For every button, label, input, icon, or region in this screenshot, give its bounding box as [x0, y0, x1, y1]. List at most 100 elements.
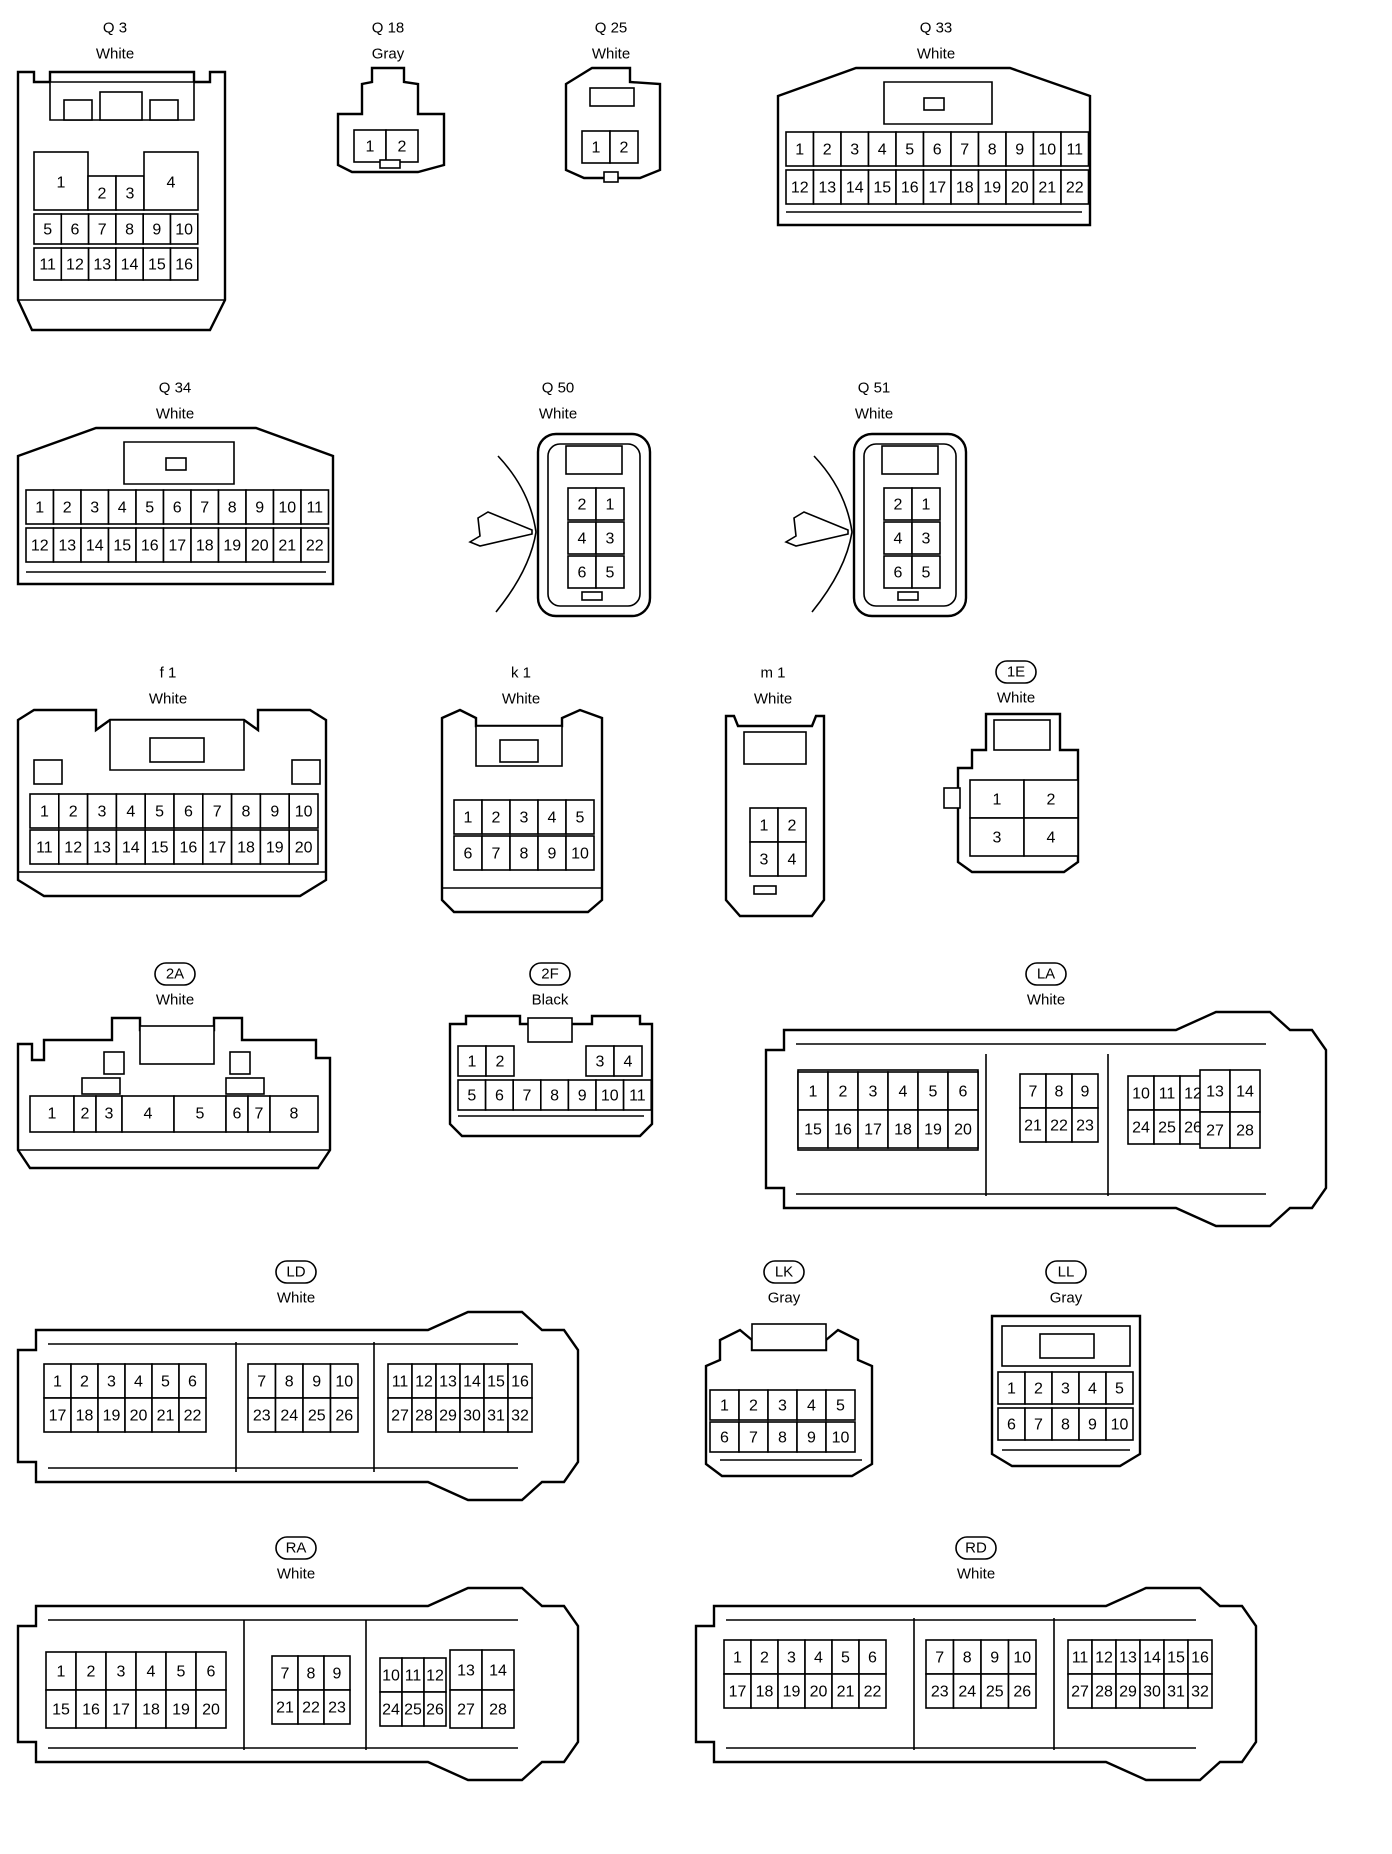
svg-text:5: 5	[196, 1106, 205, 1123]
pin-number: 6	[1007, 1417, 1016, 1434]
pin-cell	[1078, 1407, 1107, 1441]
pin-number: 17	[208, 840, 226, 857]
pin-cell	[777, 1673, 806, 1709]
connector-id-label: Q 50	[542, 380, 575, 397]
connector-id-label: Q 3	[103, 20, 127, 37]
pin-cell	[738, 1389, 769, 1421]
pin-number: 4	[578, 531, 587, 548]
pin-number: 29	[439, 1408, 457, 1425]
pin-number: 17	[928, 180, 946, 197]
pin-number: 9	[1081, 1084, 1090, 1101]
pin-number: 5	[467, 1088, 476, 1105]
pin-number: 8	[1055, 1084, 1064, 1101]
connector-color-label: Gray	[1050, 1290, 1083, 1307]
pin-number: 3	[787, 1650, 796, 1667]
pin-number: 14	[846, 180, 864, 197]
pin-cell	[297, 1689, 325, 1725]
pin-number: 1	[720, 1398, 729, 1415]
pin-cell	[105, 1689, 137, 1729]
pin-cell	[217, 527, 247, 563]
connector-color-label: Gray	[768, 1290, 801, 1307]
pin-number: 5	[576, 810, 585, 827]
pin-number: 25	[1158, 1120, 1176, 1137]
pin-cell	[259, 793, 290, 829]
pin-number: 13	[457, 1663, 475, 1680]
pin-number: 1	[464, 810, 473, 827]
pin-number: 22	[306, 538, 324, 555]
pin-number: 2	[894, 497, 903, 514]
svg-text:2: 2	[81, 1106, 90, 1123]
connector-color-label: White	[156, 406, 194, 423]
connector-id-label: 2A	[166, 966, 184, 983]
pin-number: 6	[933, 142, 942, 159]
pin-number: 9	[1015, 142, 1024, 159]
pin-number: 2	[69, 804, 78, 821]
connector-id-label: Q 34	[159, 380, 192, 397]
pin-number: 18	[756, 1684, 774, 1701]
pin-cell	[52, 489, 82, 525]
connector-id-label: LD	[286, 1264, 305, 1281]
connector-color-label: White	[149, 691, 187, 708]
pin-number: 2	[398, 139, 407, 156]
pin-cell	[86, 829, 118, 865]
pin-cell	[323, 1689, 351, 1725]
pin-number: 13	[439, 1374, 457, 1391]
pin-cell	[484, 1079, 515, 1111]
pin-cell	[1105, 1407, 1134, 1441]
pin-number: 32	[511, 1408, 529, 1425]
pin-number: 22	[302, 1700, 320, 1717]
pin-number: 3	[993, 830, 1002, 847]
pin-cell	[1153, 1075, 1181, 1111]
pin-number: 11	[629, 1088, 646, 1105]
pin-number: 14	[1143, 1650, 1161, 1667]
pin-number: 2	[749, 1398, 758, 1415]
pin-cell	[831, 1639, 860, 1675]
pin-cell	[162, 489, 192, 525]
pin-cell	[453, 799, 483, 835]
pin-cell	[883, 555, 913, 589]
pin-number: 15	[148, 257, 166, 274]
pin-number: 2	[87, 1664, 96, 1681]
pin-number: 19	[783, 1684, 801, 1701]
svg-text:8: 8	[290, 1106, 299, 1123]
pin-cell	[142, 247, 172, 281]
pin-number: 19	[172, 1702, 190, 1719]
pin-number: 16	[175, 257, 193, 274]
pin-number: 1	[606, 497, 615, 514]
connector-color-label: White	[502, 691, 540, 708]
pin-number: 10	[832, 1430, 850, 1447]
pin-cell	[595, 521, 625, 555]
pin-cell	[825, 1421, 856, 1453]
connector-color-label: White	[997, 690, 1035, 707]
pin-cell	[230, 829, 262, 865]
connector-id-label: m 1	[760, 665, 785, 682]
connector-color-label: White	[592, 46, 630, 63]
pin-number: 8	[285, 1374, 294, 1391]
pin-cell	[1060, 169, 1090, 205]
pin-number: 7	[492, 846, 501, 863]
pin-number: 21	[837, 1684, 855, 1701]
pin-number: 21	[278, 538, 296, 555]
pin-number: 6	[464, 846, 473, 863]
pin-number: 8	[242, 804, 251, 821]
pin-number: 7	[281, 1666, 290, 1683]
pin-cell	[565, 799, 595, 835]
pin-cell	[947, 1109, 979, 1149]
svg-text:2: 2	[98, 186, 107, 203]
pin-cell	[178, 1397, 207, 1433]
pin-cell	[195, 1689, 227, 1729]
pin-cell	[507, 1397, 533, 1433]
pin-number: 1	[1007, 1381, 1016, 1398]
pin-number: 17	[864, 1122, 882, 1139]
pin-cell	[1105, 1371, 1134, 1405]
pin-cell	[202, 829, 233, 865]
connector-color-label: White	[754, 691, 792, 708]
pin-number: 6	[184, 804, 193, 821]
connector-id-label: RA	[286, 1540, 307, 1557]
pin-number: 2	[63, 500, 72, 517]
pin-number: 11	[39, 257, 56, 274]
